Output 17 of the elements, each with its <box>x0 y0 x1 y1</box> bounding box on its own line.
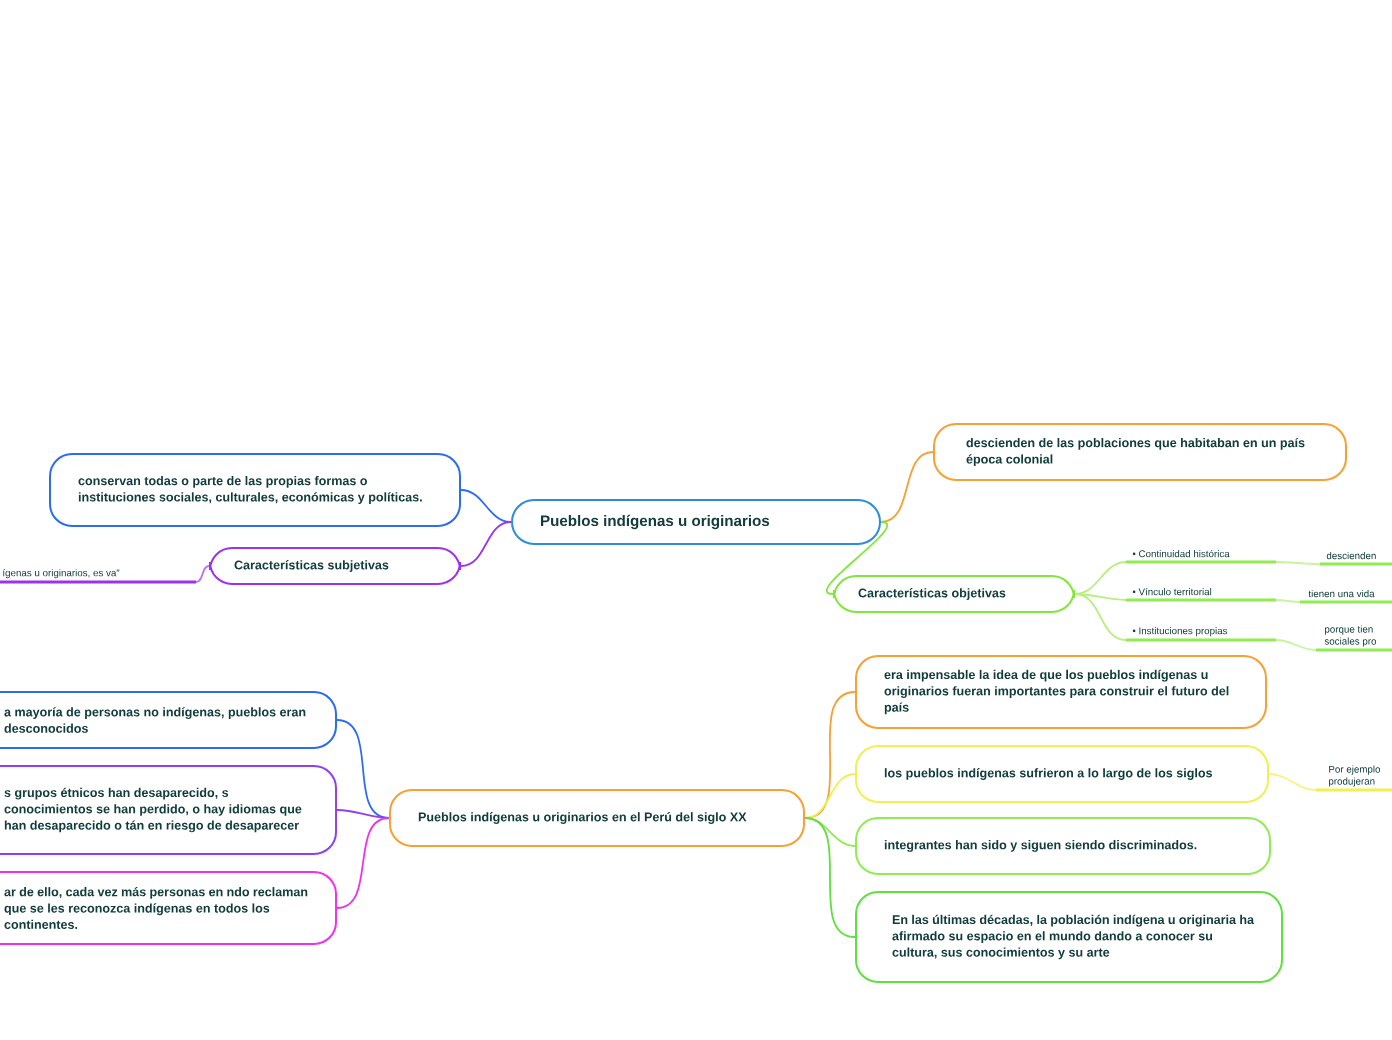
connector <box>460 489 512 523</box>
connector <box>1275 599 1301 603</box>
connector <box>336 817 390 909</box>
connector <box>804 773 856 819</box>
connector <box>336 809 390 819</box>
connector <box>336 719 390 819</box>
connector <box>195 565 210 583</box>
connector <box>460 521 512 567</box>
connector <box>1074 561 1127 595</box>
connector <box>1074 593 1127 601</box>
connector <box>1268 773 1317 791</box>
connector <box>1074 593 1127 641</box>
connector <box>826 521 888 595</box>
connector <box>804 817 856 938</box>
connector <box>1275 639 1317 651</box>
connector <box>880 451 934 523</box>
connector <box>1275 561 1321 565</box>
